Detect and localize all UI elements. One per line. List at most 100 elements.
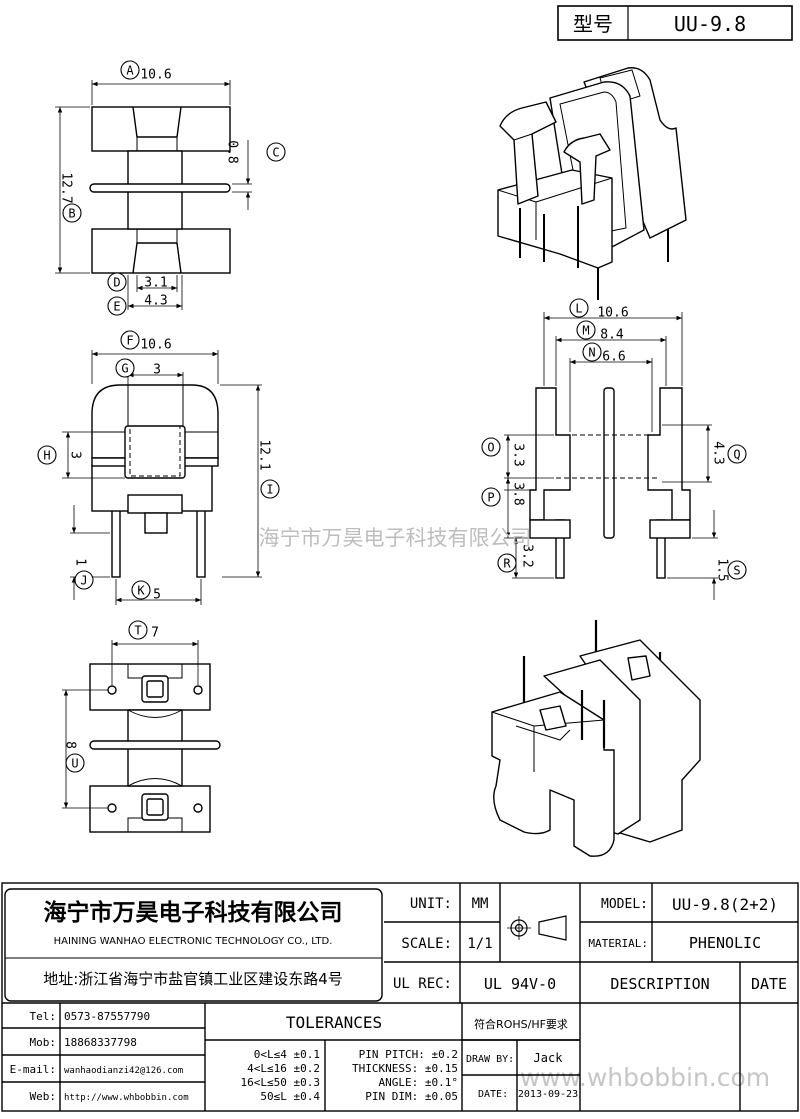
dim-s-value: 1.5 xyxy=(715,558,730,581)
dim-f-letter: F xyxy=(126,334,133,348)
dim-o-letter: O xyxy=(487,441,494,455)
dim-t-circle xyxy=(128,620,148,640)
dim-b-circle xyxy=(62,203,82,223)
dim-b: B12.7 xyxy=(59,172,82,223)
dim-s: S1.5 xyxy=(715,558,747,582)
draw-by-value: Jack xyxy=(534,1051,564,1065)
dim-g-value: 3 xyxy=(153,363,161,378)
ul-rec-value: UL 94V-0 xyxy=(484,975,556,993)
dim-a-letter: A xyxy=(126,64,134,78)
dim-c: C0.8 xyxy=(225,140,286,164)
dim-g-letter: G xyxy=(121,362,128,376)
model-label: MODEL: xyxy=(601,897,648,912)
dim-j-value: 1 xyxy=(73,558,88,566)
scale-label: SCALE: xyxy=(401,936,452,952)
dim-t-value: 7 xyxy=(151,626,159,641)
dim-m-letter: M xyxy=(582,324,589,338)
dim-d-circle xyxy=(107,272,127,292)
dim-q: Q4.3 xyxy=(711,441,747,465)
dim-f: F 10.6 xyxy=(120,330,172,353)
scale-value: 1/1 xyxy=(467,936,492,952)
dim-i-letter: I xyxy=(266,483,273,497)
dim-c-letter: C xyxy=(272,146,279,160)
dim-u-value: 8 xyxy=(63,741,78,749)
isometric-view-bottom xyxy=(491,620,701,857)
dim-h-value: 3 xyxy=(68,451,83,459)
dim-u-circle xyxy=(65,753,85,773)
dim-l-letter: L xyxy=(575,302,582,316)
dim-d-letter: D xyxy=(113,276,120,290)
dim-q-letter: Q xyxy=(733,448,740,462)
date-value: 2013-09-23 xyxy=(518,1089,578,1100)
dim-n-value: 6.6 xyxy=(602,350,625,365)
tol-line-1: 0<L≤4 ±0.1 xyxy=(254,1048,320,1061)
dim-i-value: 12.1 xyxy=(257,439,272,470)
dim-a-circle xyxy=(120,60,140,80)
dim-d: D 3.1 xyxy=(107,272,168,292)
email-label: E-mail: xyxy=(10,1063,56,1076)
dim-m-value: 8.4 xyxy=(600,328,624,343)
spec-line-3: ANGLE: ±0.1° xyxy=(379,1076,458,1089)
dim-o-value: 3.3 xyxy=(511,443,526,466)
model-header-label: 型号 xyxy=(573,12,613,36)
dim-a: A 10.6 xyxy=(120,60,172,83)
company-name-cn: 海宁市万昊电子科技有限公司 xyxy=(44,899,343,926)
spec-line-4: PIN DIM: ±0.05 xyxy=(365,1090,458,1103)
date-header: DATE xyxy=(751,975,787,993)
dim-e-circle xyxy=(107,296,127,316)
dim-d-value: 3.1 xyxy=(144,276,167,291)
dim-q-circle xyxy=(727,444,747,464)
watermark-company: 海宁市万昊电子科技有限公司 xyxy=(259,526,532,550)
mob-value: 18868337798 xyxy=(64,1036,137,1049)
dim-t-letter: T xyxy=(134,624,141,638)
dim-u-letter: U xyxy=(71,757,78,771)
dim-n: N 6.6 xyxy=(582,342,626,365)
dim-c-circle xyxy=(266,142,286,162)
dim-a-value: 10.6 xyxy=(140,68,171,83)
isometric-view-top xyxy=(497,67,687,300)
projection-symbol-icon xyxy=(507,915,567,941)
spec-line-2: THICKNESS: ±0.15 xyxy=(352,1062,458,1075)
ul-rec-label: UL REC: xyxy=(393,976,452,992)
dim-n-circle xyxy=(582,342,602,362)
dim-n-letter: N xyxy=(588,346,595,360)
web-value: http://www.whbobbin.com xyxy=(64,1093,189,1103)
mob-label: Mob: xyxy=(30,1036,57,1049)
rohs-note: 符合ROHS/HF要求 xyxy=(474,1017,568,1031)
view-top-left xyxy=(89,106,231,274)
dim-s-letter: S xyxy=(733,564,740,578)
dim-e-value: 4.3 xyxy=(144,294,167,309)
model-header: 型号 UU-9.8 xyxy=(557,5,793,41)
dim-u: U8 xyxy=(63,741,85,773)
unit-value: MM xyxy=(472,896,489,912)
tel-value: 0573-87557790 xyxy=(64,1010,150,1023)
dim-g-circle xyxy=(115,358,135,378)
model-value: UU-9.8(2+2) xyxy=(672,895,778,914)
draw-by-label: DRAW BY: xyxy=(466,1054,514,1065)
material-value: PHENOLIC xyxy=(689,934,761,952)
watermark-website: www.whbobbin.com xyxy=(520,1063,770,1092)
dim-r-circle xyxy=(497,553,517,573)
dim-o-circle xyxy=(481,437,501,457)
dim-k-value: 5 xyxy=(153,588,161,603)
dim-f-circle xyxy=(120,330,140,350)
dim-i-circle xyxy=(260,479,280,499)
spec-line-1: PIN PITCH: ±0.2 xyxy=(359,1048,458,1061)
tol-line-4: 50≤L ±0.4 xyxy=(260,1090,320,1103)
dim-f-value: 10.6 xyxy=(140,338,171,353)
unit-label: UNIT: xyxy=(410,896,452,912)
view-front-left xyxy=(91,384,219,578)
description-label: DESCRIPTION xyxy=(610,975,709,993)
dim-k-circle xyxy=(131,580,151,600)
view-bottom-left xyxy=(89,663,221,833)
tol-line-3: 16<L≤50 ±0.3 xyxy=(241,1076,320,1089)
dim-r-letter: R xyxy=(503,557,511,571)
